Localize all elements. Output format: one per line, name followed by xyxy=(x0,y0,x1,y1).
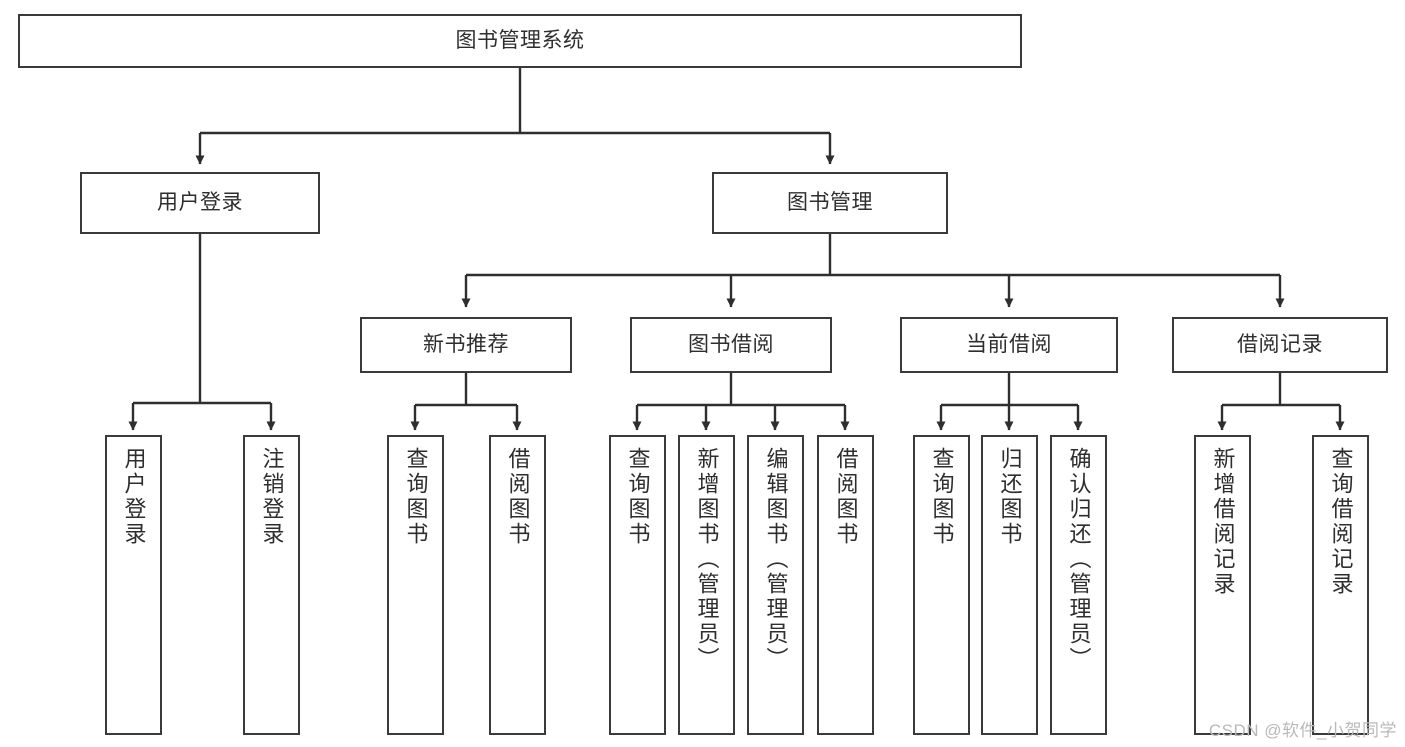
leaf-return-book[interactable]: 归还图书 xyxy=(981,435,1038,735)
node-label: 新增图书（管理员） xyxy=(694,447,720,672)
leaf-query-book-recommend[interactable]: 查询图书 xyxy=(387,435,444,735)
node-book-borrow[interactable]: 图书借阅 xyxy=(630,317,832,373)
node-borrow-record[interactable]: 借阅记录 xyxy=(1172,317,1388,373)
node-label: 查询图书 xyxy=(625,447,651,547)
leaf-borrow-book-borrow[interactable]: 借阅图书 xyxy=(817,435,874,735)
leaf-query-book-borrow[interactable]: 查询图书 xyxy=(609,435,666,735)
node-label: 借阅记录 xyxy=(1237,332,1323,356)
node-label: 新增借阅记录 xyxy=(1210,447,1236,597)
node-label: 用户登录 xyxy=(121,447,147,547)
node-book-management[interactable]: 图书管理 xyxy=(712,172,948,234)
node-user-login[interactable]: 用户登录 xyxy=(80,172,320,234)
node-root-system[interactable]: 图书管理系统 xyxy=(18,14,1022,68)
node-label: 当前借阅 xyxy=(966,332,1052,356)
node-label: 确认归还（管理员） xyxy=(1066,447,1092,672)
node-label: 图书借阅 xyxy=(688,332,774,356)
node-label: 查询借阅记录 xyxy=(1328,447,1354,597)
node-label: 编辑图书（管理员） xyxy=(763,447,789,672)
leaf-user-login[interactable]: 用户登录 xyxy=(105,435,162,735)
leaf-confirm-return-admin[interactable]: 确认归还（管理员） xyxy=(1050,435,1107,735)
node-label: 借阅图书 xyxy=(505,447,531,547)
node-label: 查询图书 xyxy=(929,447,955,547)
leaf-add-borrow-record[interactable]: 新增借阅记录 xyxy=(1194,435,1251,735)
node-label: 查询图书 xyxy=(403,447,429,547)
csdn-watermark: CSDN @软件_小贺同学 xyxy=(1208,721,1397,740)
node-label: 归还图书 xyxy=(997,447,1023,547)
leaf-query-book-current[interactable]: 查询图书 xyxy=(913,435,970,735)
leaf-logout[interactable]: 注销登录 xyxy=(243,435,300,735)
node-current-borrow[interactable]: 当前借阅 xyxy=(900,317,1118,373)
leaf-edit-book-admin[interactable]: 编辑图书（管理员） xyxy=(747,435,804,735)
node-label: 注销登录 xyxy=(259,447,285,547)
leaf-query-borrow-record[interactable]: 查询借阅记录 xyxy=(1312,435,1369,735)
node-label: 借阅图书 xyxy=(833,447,859,547)
node-label: 图书管理 xyxy=(787,190,873,214)
node-label: 新书推荐 xyxy=(423,332,509,356)
leaf-borrow-book-recommend[interactable]: 借阅图书 xyxy=(489,435,546,735)
node-label: 用户登录 xyxy=(157,190,243,214)
leaf-add-book-admin[interactable]: 新增图书（管理员） xyxy=(678,435,735,735)
node-label: 图书管理系统 xyxy=(455,28,585,52)
node-new-book-recommend[interactable]: 新书推荐 xyxy=(360,317,572,373)
